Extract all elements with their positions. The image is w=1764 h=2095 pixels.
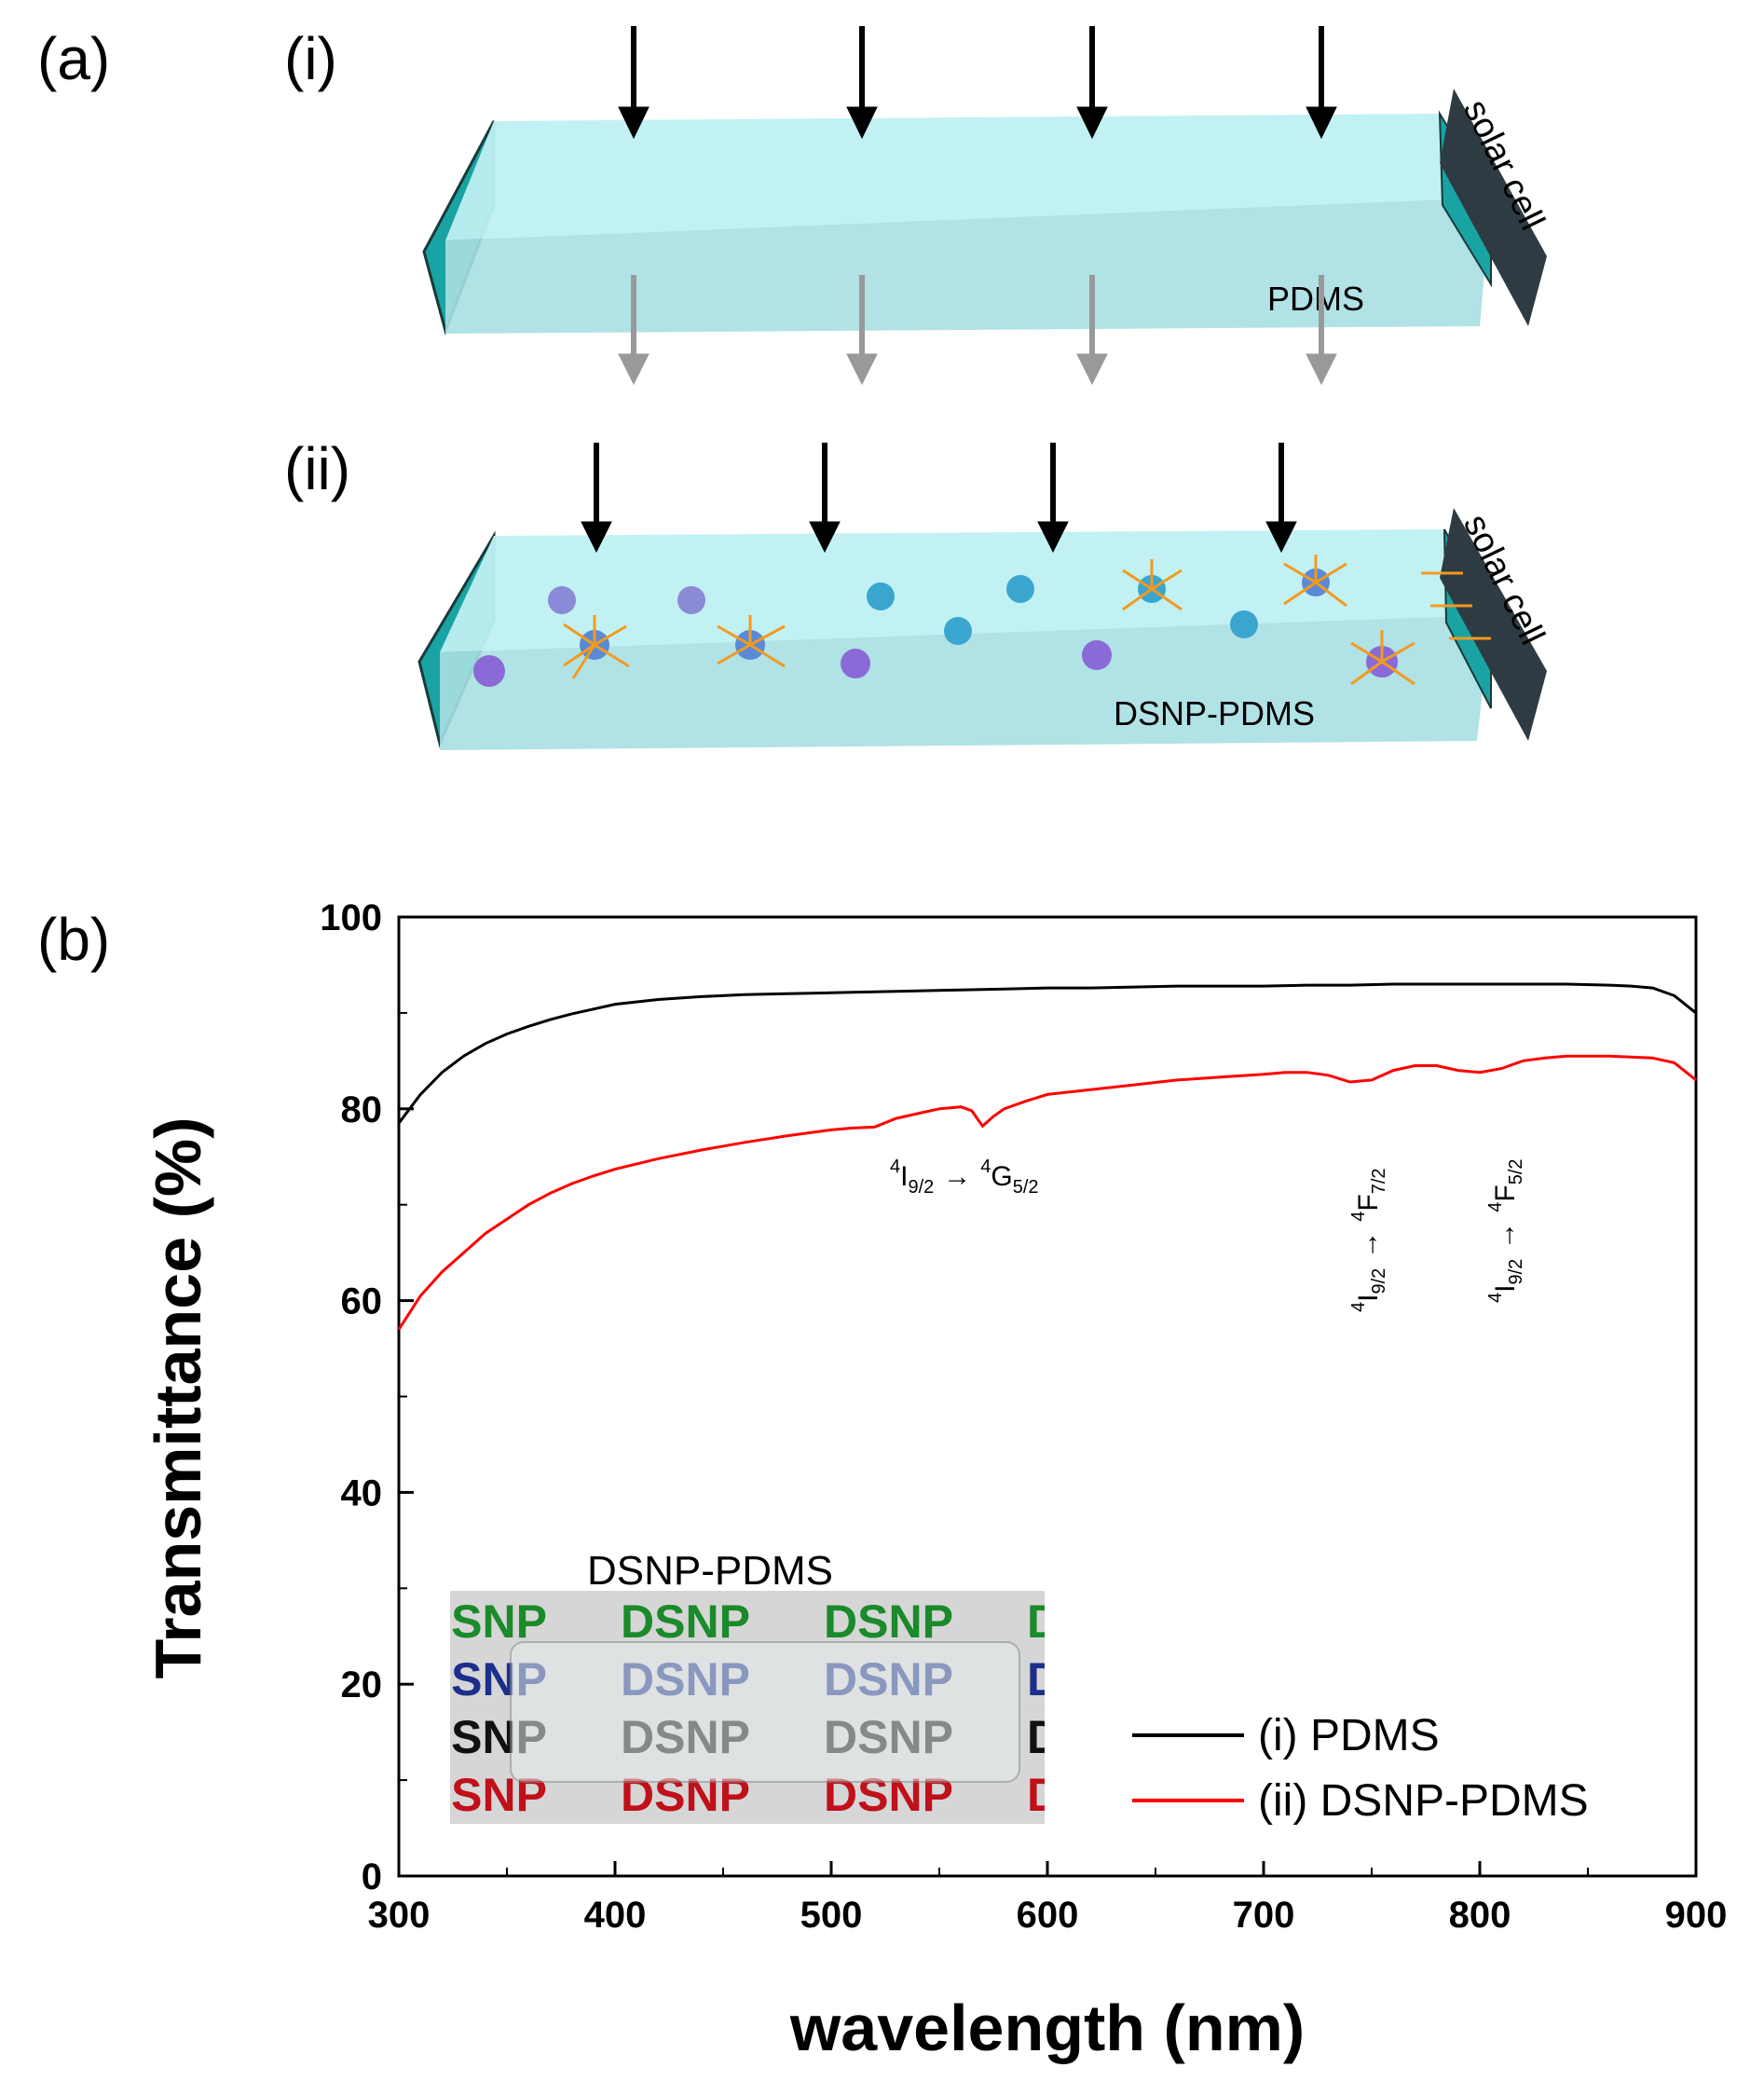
x-axis-title: wavelength (nm) bbox=[789, 1992, 1305, 2064]
transition-annotations: 4I9/2→4G5/2 4I9/2→4F7/2 4I9/2→4F5/2 bbox=[890, 1157, 1526, 1312]
inset-word: DSNP bbox=[1027, 1653, 1156, 1705]
panel-label-a: (a) bbox=[37, 25, 110, 92]
y-axis-title: Transmittance (%) bbox=[142, 1117, 214, 1679]
dsnp-pdms-label: DSNP-PDMS bbox=[1114, 694, 1315, 733]
y-tick-label: 40 bbox=[341, 1472, 383, 1513]
panel-label-i: (i) bbox=[284, 25, 337, 92]
annotation-g52-arrow: → bbox=[943, 1161, 971, 1192]
chart-panel-b: (b) 0 20 40 60 80 100 300 400 500 600 700 800 900 T… bbox=[37, 897, 1727, 2064]
particle bbox=[841, 649, 870, 678]
particle bbox=[1006, 575, 1034, 603]
particle bbox=[677, 586, 705, 614]
schematic-panel-a: (a) (i) solar cell PDMS (ii) bbox=[37, 25, 1552, 750]
x-tick-label: 300 bbox=[368, 1895, 431, 1936]
annotation-f52-arrow: → bbox=[1490, 1222, 1521, 1250]
particle bbox=[548, 586, 576, 614]
inset-word: DSNP bbox=[417, 1595, 547, 1648]
inset-word: DSNP bbox=[824, 1595, 953, 1648]
series-layer bbox=[397, 982, 1697, 1331]
slab-ii-top-face bbox=[440, 529, 1491, 652]
y-tick-label: 80 bbox=[341, 1089, 383, 1130]
panel-label-b: (b) bbox=[37, 906, 110, 973]
legend: (i) PDMS (ii) DSNP-PDMS bbox=[1132, 1711, 1589, 1826]
particle bbox=[867, 582, 895, 610]
annotation-f52: 4I9/2→4F5/2 bbox=[1485, 1158, 1526, 1303]
legend-label-dsnp-pdms: (ii) DSNP-PDMS bbox=[1258, 1776, 1589, 1826]
annotation-f72-level: I bbox=[1353, 1294, 1384, 1302]
y-tick-label: 100 bbox=[320, 897, 382, 938]
annotation-f72-level-sub: 9/2 bbox=[1369, 1268, 1389, 1294]
slab-ii-front-face bbox=[440, 615, 1491, 750]
inset-title: DSNP-PDMS bbox=[587, 1548, 833, 1594]
inset-word: DSNP bbox=[1027, 1711, 1156, 1763]
solar-cell-i bbox=[1440, 89, 1547, 326]
particle bbox=[944, 617, 972, 645]
annotation-g52-prefix: 4 bbox=[890, 1157, 900, 1177]
y-tick-label: 20 bbox=[341, 1664, 383, 1705]
x-tick-label: 900 bbox=[1665, 1895, 1728, 1936]
x-tick-label: 500 bbox=[800, 1895, 863, 1936]
annotation-g52-level: I bbox=[900, 1161, 908, 1192]
pdms-label: PDMS bbox=[1267, 280, 1364, 318]
annotation-f72-target: F bbox=[1353, 1194, 1384, 1211]
legend-label-pdms: (i) PDMS bbox=[1258, 1711, 1440, 1760]
series-line-dsnp-pdms bbox=[397, 1054, 1697, 1331]
annotation-f72-target-prefix: 4 bbox=[1348, 1212, 1369, 1222]
particle bbox=[473, 655, 505, 687]
slab-i-front-face bbox=[445, 198, 1491, 334]
emission-arrows bbox=[563, 555, 1491, 686]
annotation-f52-level: I bbox=[1490, 1285, 1521, 1293]
inset-word: DSNP bbox=[1027, 1769, 1156, 1821]
annotation-f72-prefix: 4 bbox=[1348, 1302, 1369, 1312]
annotation-g52-level-sub: 9/2 bbox=[908, 1177, 934, 1198]
nanoparticles bbox=[473, 568, 1398, 687]
particle bbox=[1230, 610, 1258, 638]
x-tick-label: 700 bbox=[1233, 1895, 1295, 1936]
annotation-g52-target-prefix: 4 bbox=[980, 1157, 991, 1177]
transmitted-light-arrows-i bbox=[618, 275, 1337, 386]
series-line-pdms bbox=[397, 982, 1697, 1125]
solar-cell-ii bbox=[1440, 508, 1547, 741]
y-tick-label: 60 bbox=[341, 1281, 383, 1322]
slab-i-top-face bbox=[445, 114, 1491, 240]
inset-word: DSNP bbox=[621, 1595, 750, 1648]
annotation-f52-prefix: 4 bbox=[1485, 1293, 1506, 1303]
inset-word: DSNP bbox=[1027, 1595, 1156, 1648]
panel-label-ii: (ii) bbox=[284, 435, 350, 502]
annotation-g52-target: G bbox=[991, 1161, 1012, 1192]
y-tick-label: 0 bbox=[362, 1856, 382, 1897]
incident-light-arrows-i bbox=[618, 26, 1337, 140]
dsnp-pdms-slab bbox=[417, 528, 1492, 750]
x-axis: 300 400 500 600 700 800 900 bbox=[368, 1861, 1728, 1936]
inset-sample-film bbox=[510, 1641, 1020, 1783]
annotation-f72-target-sub: 7/2 bbox=[1369, 1168, 1389, 1194]
annotation-f52-level-sub: 9/2 bbox=[1506, 1259, 1526, 1285]
particle bbox=[1082, 640, 1112, 670]
incident-light-arrows-ii bbox=[581, 443, 1297, 554]
annotation-f52-target-sub: 5/2 bbox=[1506, 1158, 1526, 1184]
x-tick-label: 400 bbox=[584, 1895, 647, 1936]
annotation-f52-target-prefix: 4 bbox=[1485, 1202, 1506, 1212]
x-tick-label: 800 bbox=[1449, 1895, 1511, 1936]
annotation-f72-arrow: → bbox=[1353, 1231, 1384, 1259]
y-axis: 0 20 40 60 80 100 bbox=[320, 897, 414, 1897]
annotation-g52: 4I9/2→4G5/2 bbox=[890, 1157, 1039, 1198]
annotation-g52-target-sub: 5/2 bbox=[1013, 1177, 1039, 1198]
annotation-f52-target: F bbox=[1490, 1184, 1521, 1201]
x-tick-label: 600 bbox=[1017, 1895, 1079, 1936]
annotation-f72: 4I9/2→4F7/2 bbox=[1348, 1168, 1389, 1312]
